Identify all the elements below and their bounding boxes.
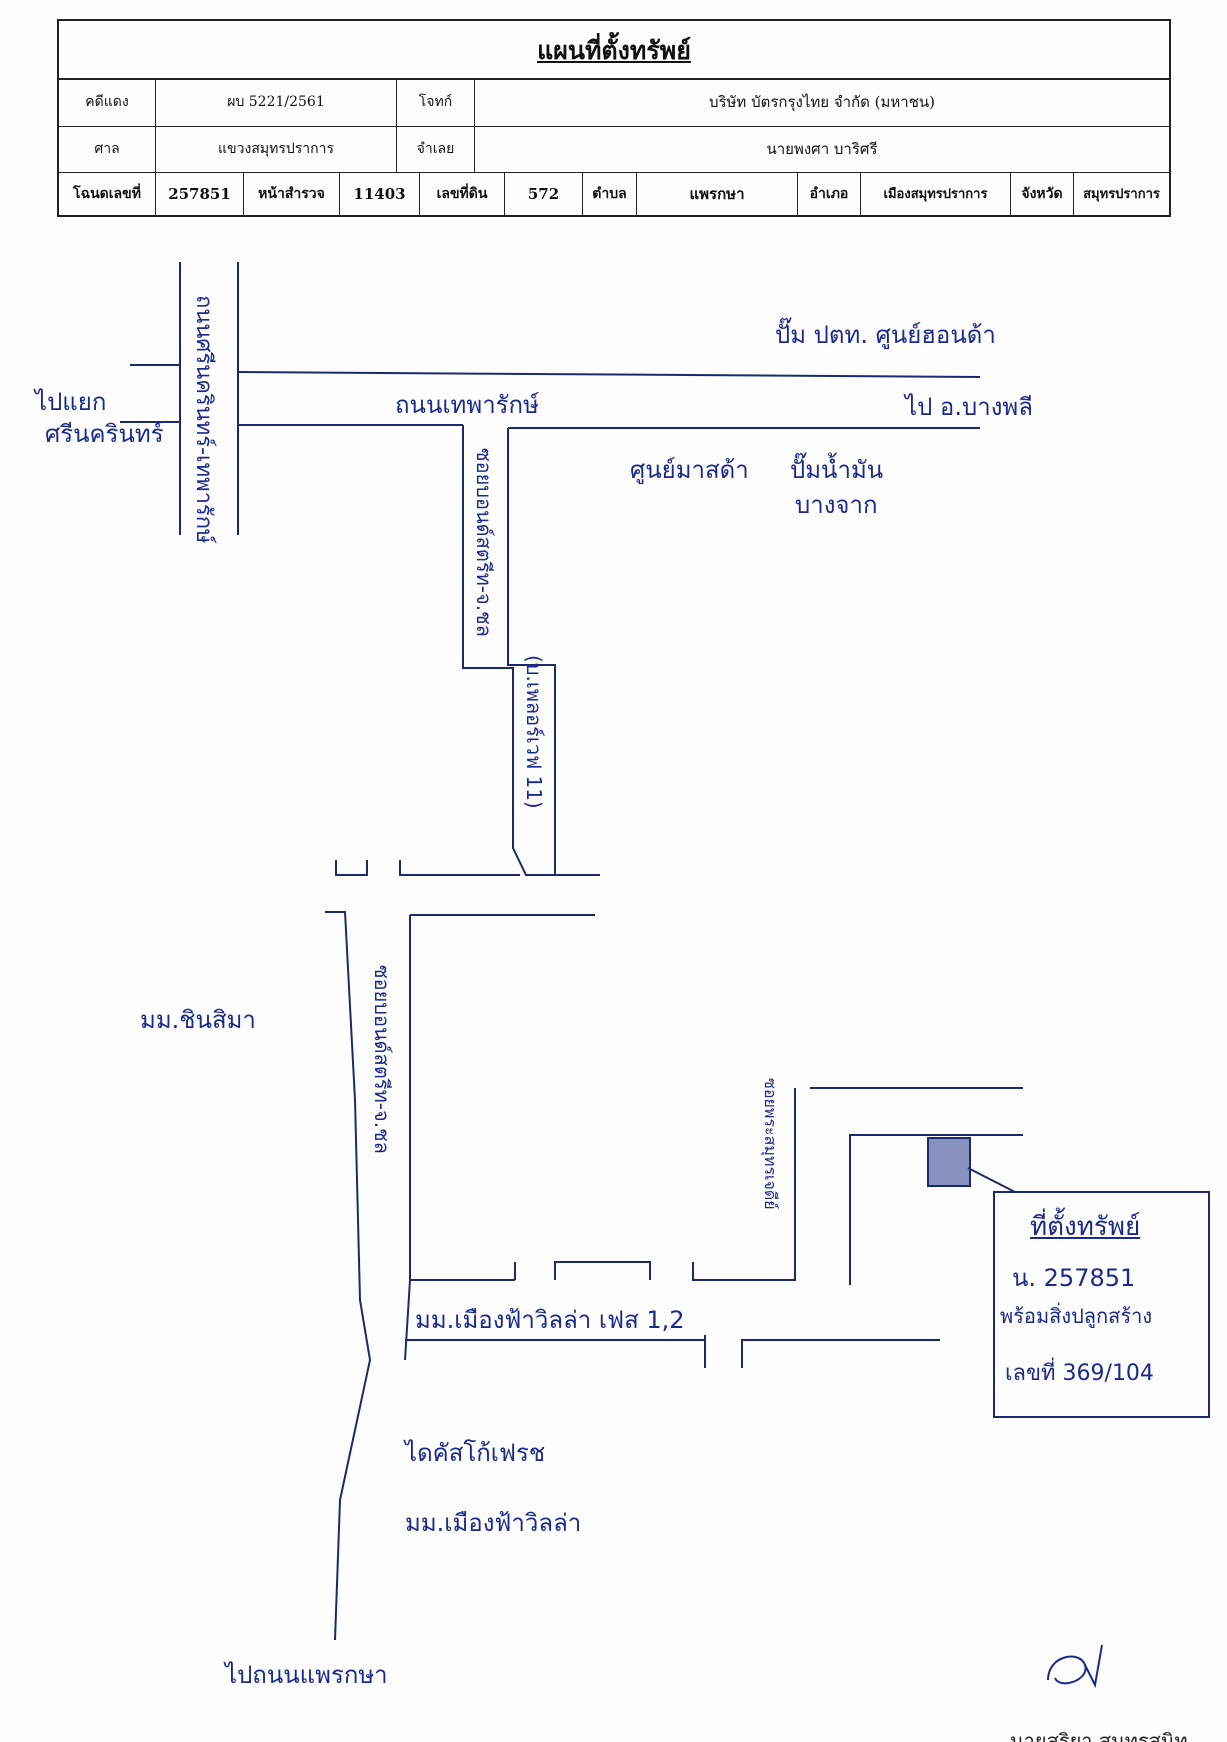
upper-soi-label: ซอยบอนด์สตรีท-จ.ชล <box>472 448 496 637</box>
province-label: จังหวัด <box>1011 172 1074 215</box>
top-right-note: ปั๊ม ปตท. ศูนย์ฮอนด้า <box>775 321 996 349</box>
signer-name: นายสุริยา สุนทรสนิท <box>1010 1729 1188 1742</box>
plaintiff-label: โจทก์ <box>397 78 475 126</box>
deed-value: 257851 <box>156 172 244 215</box>
district-value: เมืองสมุทรปราการ <box>861 172 1011 215</box>
west-arrow-label-2: ศรีนครินทร์ <box>45 420 164 448</box>
district-label: อำเภอ <box>798 172 861 215</box>
property-box-address: เลขที่ 369/104 <box>1005 1361 1154 1386</box>
mazda-center-label: ศูนย์มาสด้า <box>630 456 749 484</box>
survey-value: 11403 <box>340 172 420 215</box>
header-row-case: คดีแดง ผบ 5221/2561 โจทก์ บริษัท บัตรกรุ… <box>59 78 1169 127</box>
province-value: สมุทรปราการ <box>1083 187 1160 202</box>
land-label: เลขที่ดิน <box>420 172 505 215</box>
main-road-horizontal-label: ถนนเทพารักษ์ <box>395 391 539 419</box>
plaintiff-value: บริษัท บัตรกรุงไทย จำกัด (มหาชน) <box>708 93 936 111</box>
upper-soi-label-2: (บ.เพลอร์เวฟ 11) <box>522 655 546 809</box>
survey-label: หน้าสำรวจ <box>244 172 340 215</box>
defendant-label: จำเลย <box>397 126 475 172</box>
lower-soi-road <box>325 911 372 1641</box>
header-row-deed: โฉนดเลขที่ 257851 หน้าสำรวจ 11403 เลขที่… <box>59 172 1169 215</box>
horizontal-road-north-edge <box>237 371 981 378</box>
page-title: แผนที่ตั้งทรัพย์ <box>59 21 1169 80</box>
lower-note-2: มม.เมืองฟ้าวิลล่า <box>405 1509 582 1537</box>
bottom-arrow-label: ไปถนนแพรกษา <box>225 1661 388 1689</box>
property-box-building: พร้อมสิ่งปลูกสร้าง <box>1000 1304 1153 1328</box>
court-label: ศาล <box>59 126 156 172</box>
case-value: ผบ 5221/2561 <box>156 78 397 126</box>
small-soi-label: ซอยพระสมุทรเจดีย์ <box>761 1078 780 1210</box>
header-table: แผนที่ตั้งทรัพย์ คดีแดง ผบ 5221/2561 โจท… <box>57 19 1171 217</box>
village-left-label: มม.ชินสิมา <box>140 1006 256 1034</box>
upper-soi-road <box>462 425 600 876</box>
main-road-vertical-label: ถนนศรีนครินทร์-เทพารักษ์ <box>191 295 216 544</box>
lower-soi-label: ซอยบอนด์สตรีท-จ.ชล <box>370 965 394 1154</box>
village-road-label: มม.เมืองฟ้าวิลล่า เฟส 1,2 <box>415 1306 685 1334</box>
defendant-value: นายพงศา บาริศรี <box>766 140 878 158</box>
case-label: คดีแดง <box>59 78 156 126</box>
property-info-box <box>993 1191 1210 1418</box>
deed-label: โฉนดเลขที่ <box>59 172 156 215</box>
subdistrict-value: แพรกษา <box>637 172 798 215</box>
west-arrow-label: ไปแยก <box>35 388 107 416</box>
east-arrow-label: ไป อ.บางพลี <box>905 393 1033 421</box>
land-value: 572 <box>505 172 583 215</box>
lower-note-1: ไดคัสโก้เฟรช <box>405 1439 546 1467</box>
gas-station-label-2: บางจาก <box>795 491 878 519</box>
property-box-title: ที่ตั้งทรัพย์ <box>1030 1212 1141 1242</box>
property-marker <box>927 1137 971 1187</box>
gas-station-label: ปั๊มน้ำมัน <box>790 456 884 484</box>
court-value: แขวงสมุทรปราการ <box>156 126 397 172</box>
property-box-deed: น. 257851 <box>1012 1264 1136 1292</box>
signature-mark <box>1047 1644 1103 1689</box>
header-row-court: ศาล แขวงสมุทรปราการ จำเลย นายพงศา บาริศร… <box>59 126 1169 173</box>
subdistrict-label: ตำบล <box>583 172 637 215</box>
